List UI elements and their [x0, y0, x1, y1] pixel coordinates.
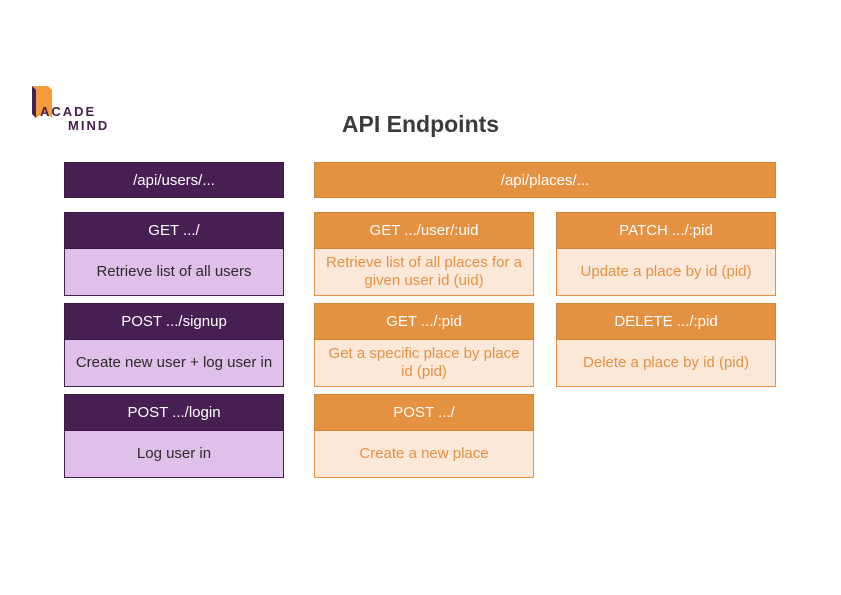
academind-logo: ACADE MIND — [30, 84, 120, 133]
endpoint-card-post-place: POST .../ Create a new place — [314, 394, 534, 478]
places-route-header: /api/places/... — [314, 162, 776, 198]
endpoint-description: Create new user + log user in — [64, 340, 284, 387]
logo-ribbon-icon — [32, 86, 52, 118]
users-route-header: /api/users/... — [64, 162, 284, 198]
logo-text-line-1: ACADE — [40, 104, 97, 119]
endpoint-description: Create a new place — [314, 431, 534, 478]
endpoint-description: Get a specific place by place id (pid) — [314, 340, 534, 387]
endpoint-route: POST .../signup — [64, 303, 284, 340]
endpoint-card-get-place: GET .../:pid Get a specific place by pla… — [314, 303, 534, 387]
endpoint-card-get-users: GET .../ Retrieve list of all users — [64, 212, 284, 296]
endpoint-route: POST .../ — [314, 394, 534, 431]
endpoint-route: POST .../login — [64, 394, 284, 431]
endpoint-description: Delete a place by id (pid) — [556, 340, 776, 387]
page-title: API Endpoints — [341, 111, 500, 137]
endpoint-card-patch-place: PATCH .../:pid Update a place by id (pid… — [556, 212, 776, 296]
endpoint-route: PATCH .../:pid — [556, 212, 776, 249]
endpoint-description: Log user in — [64, 431, 284, 478]
endpoint-route: GET .../:pid — [314, 303, 534, 340]
endpoint-description: Update a place by id (pid) — [556, 249, 776, 296]
endpoint-route: GET .../user/:uid — [314, 212, 534, 249]
endpoint-description: Retrieve list of all users — [64, 249, 284, 296]
logo-text-line-2: MIND — [68, 118, 110, 133]
endpoint-description: Retrieve list of all places for a given … — [314, 249, 534, 296]
endpoint-card-get-user-places: GET .../user/:uid Retrieve list of all p… — [314, 212, 534, 296]
endpoint-card-delete-place: DELETE .../:pid Delete a place by id (pi… — [556, 303, 776, 387]
endpoint-card-post-signup: POST .../signup Create new user + log us… — [64, 303, 284, 387]
endpoint-route: GET .../ — [64, 212, 284, 249]
endpoint-card-post-login: POST .../login Log user in — [64, 394, 284, 478]
endpoint-route: DELETE .../:pid — [556, 303, 776, 340]
